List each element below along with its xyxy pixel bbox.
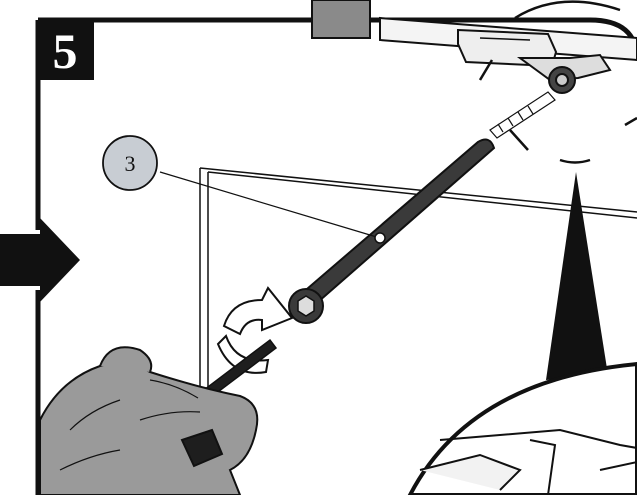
top-indicator-block (311, 0, 371, 39)
insertion-path (489, 91, 556, 139)
magnifier-pointer-icon (546, 172, 608, 380)
callout-dot (374, 232, 386, 244)
hex-socket (297, 295, 315, 317)
part-callout: 3 (102, 135, 158, 191)
part-callout-label: 3 (125, 151, 136, 176)
step-number-badge: 5 (36, 22, 94, 80)
hex-key-handle (180, 428, 224, 468)
zoom-inset (406, 361, 637, 497)
right-arrow-icon (0, 218, 80, 302)
mounting-bracket (379, 16, 637, 94)
gloved-hand-icon (39, 346, 259, 496)
callout-leader (159, 171, 381, 239)
magnifier-ring-top (478, 0, 637, 164)
bolt-part (288, 138, 496, 324)
